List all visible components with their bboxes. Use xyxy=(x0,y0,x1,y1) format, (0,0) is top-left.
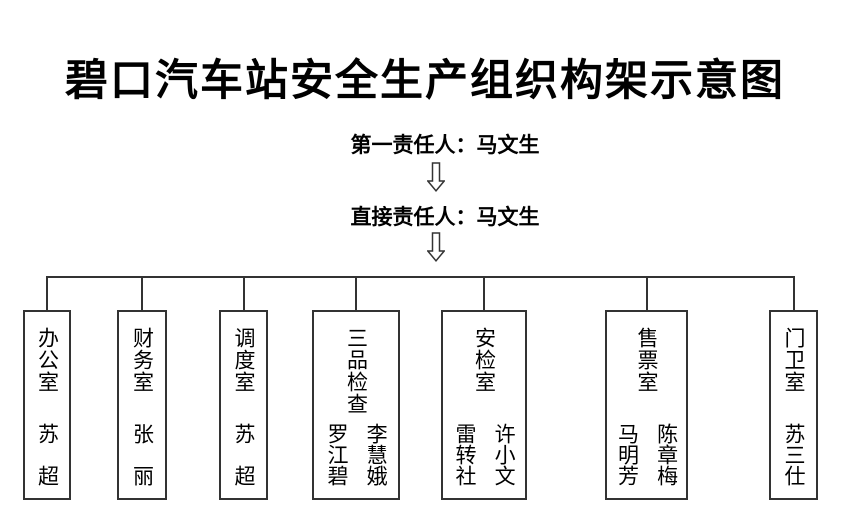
staff-name: 苏 超 xyxy=(35,423,60,486)
department-label-wrap: 安检室 xyxy=(443,327,525,393)
department-box: 调度室苏 超 xyxy=(219,310,268,500)
direct-responsible-label: 直接责任人：马文生 xyxy=(350,205,540,229)
department-name: 门卫室 xyxy=(782,327,807,393)
connector-vertical-line xyxy=(645,276,648,311)
department-name: 财务室 xyxy=(130,327,155,393)
staff-name: 苏三仕 xyxy=(782,423,807,486)
department-label-wrap: 门卫室 xyxy=(771,327,816,393)
staff-name: 陈章梅 xyxy=(654,423,679,486)
staff-name: 罗江碧 xyxy=(325,423,349,486)
staff-name: 李慧娥 xyxy=(364,423,389,486)
page-title: 碧口汽车站安全生产组织构架示意图 xyxy=(65,57,785,105)
department-box: 办公室苏 超 xyxy=(23,310,71,500)
connector-vertical-line xyxy=(141,276,143,311)
connector-vertical-line xyxy=(792,276,795,311)
department-name: 安检室 xyxy=(472,327,497,393)
down-arrow-icon xyxy=(427,162,445,192)
staff-names: 苏三仕 xyxy=(771,423,816,486)
connector-vertical-line xyxy=(355,276,357,311)
department-label-wrap: 售票室 xyxy=(607,327,686,393)
staff-name: 雷转社 xyxy=(453,423,477,486)
department-label-wrap: 调度室 xyxy=(221,327,266,393)
staff-name: 苏 超 xyxy=(232,423,257,486)
department-name: 售票室 xyxy=(635,327,660,393)
down-arrow-icon xyxy=(427,232,445,262)
department-name: 三品检查 xyxy=(344,327,369,415)
department-label-wrap: 办公室 xyxy=(25,327,69,393)
connector-vertical-line xyxy=(242,276,245,311)
staff-name: 张 丽 xyxy=(130,423,155,486)
department-name: 办公室 xyxy=(35,327,60,393)
department-box: 财务室张 丽 xyxy=(117,310,167,500)
staff-names: 李慧娥罗江碧 xyxy=(314,423,398,486)
department-name: 调度室 xyxy=(232,327,257,393)
department-label-wrap: 三品检查 xyxy=(314,327,398,415)
staff-name: 马明芳 xyxy=(615,423,640,486)
connector-horizontal-line xyxy=(46,276,795,278)
staff-name: 许小文 xyxy=(492,423,517,486)
department-box: 售票室陈章梅马明芳 xyxy=(605,310,688,500)
department-label-wrap: 财务室 xyxy=(119,327,165,393)
department-box: 三品检查李慧娥罗江碧 xyxy=(312,310,400,500)
department-box: 门卫室苏三仕 xyxy=(769,310,818,500)
connector-vertical-line xyxy=(46,276,48,311)
staff-names: 许小文雷转社 xyxy=(443,423,525,486)
staff-names: 苏 超 xyxy=(221,423,266,486)
staff-names: 陈章梅马明芳 xyxy=(607,423,686,486)
staff-names: 苏 超 xyxy=(25,423,69,486)
department-box: 安检室许小文雷转社 xyxy=(441,310,527,500)
first-responsible-label: 第一责任人：马文生 xyxy=(350,133,540,157)
connector-vertical-line xyxy=(483,276,485,311)
staff-names: 张 丽 xyxy=(119,423,165,486)
